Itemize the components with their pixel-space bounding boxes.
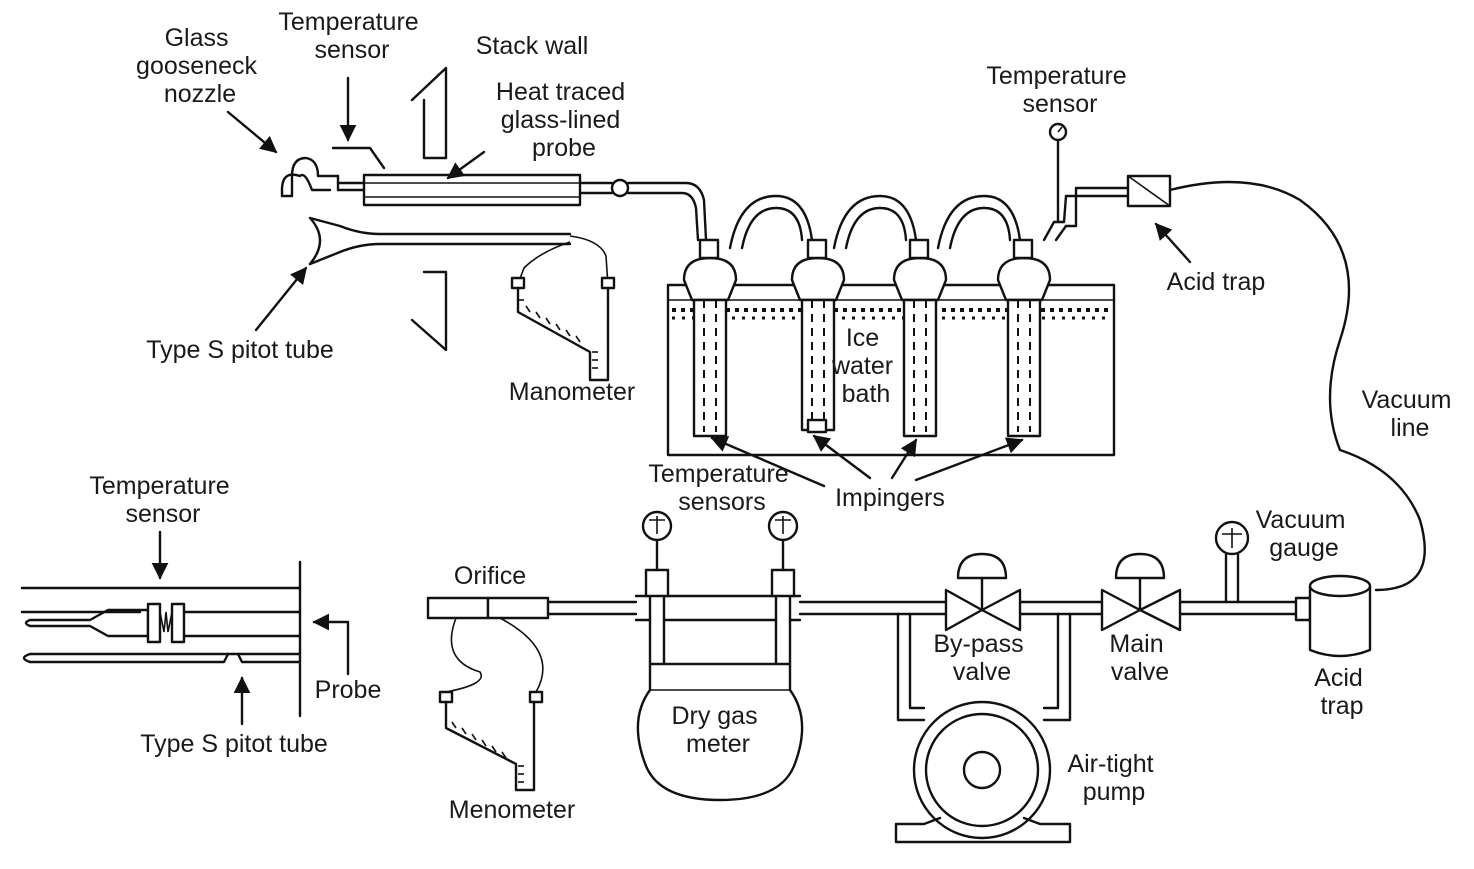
label-ice-water-bath: Ice water bath bbox=[831, 324, 900, 408]
label-type-s-pitot-top: Type S pitot tube bbox=[146, 336, 334, 364]
label-impingers: Impingers bbox=[835, 484, 945, 512]
label-temperature-sensors: Temperature sensors bbox=[648, 460, 795, 516]
impinger-connectors bbox=[728, 186, 1130, 250]
label-probe-inset: Probe bbox=[315, 676, 382, 704]
main-valve bbox=[1100, 552, 1182, 632]
label-temperature-sensor-top: Temperature sensor bbox=[278, 8, 425, 64]
type-s-pitot-tube bbox=[308, 216, 609, 287]
bypass-valve bbox=[944, 552, 1022, 632]
label-heat-traced-probe: Heat traced glass-lined probe bbox=[496, 78, 632, 162]
probe-inset bbox=[20, 560, 302, 718]
menometer-bottom bbox=[438, 617, 544, 792]
label-vacuum-line: Vacuum line bbox=[1362, 386, 1459, 442]
air-tight-pump bbox=[894, 700, 1072, 844]
label-orifice: Orifice bbox=[454, 562, 526, 590]
label-main-valve: Main valve bbox=[1109, 630, 1170, 686]
acid-trap-top bbox=[1126, 174, 1172, 208]
gooseneck-nozzle bbox=[280, 156, 340, 198]
label-glass-gooseneck-nozzle: Glass gooseneck nozzle bbox=[136, 24, 264, 108]
dry-gas-meter bbox=[634, 510, 804, 802]
label-menometer: Menometer bbox=[449, 796, 575, 824]
label-acid-trap-top: Acid trap bbox=[1167, 268, 1266, 296]
heated-probe bbox=[331, 146, 708, 242]
manometer-top bbox=[510, 276, 616, 382]
orifice bbox=[426, 596, 638, 620]
vacuum-line bbox=[1168, 180, 1426, 592]
label-stack-wall: Stack wall bbox=[476, 32, 589, 60]
annotation-arrows bbox=[151, 76, 1192, 726]
label-dry-gas-meter: Dry gas meter bbox=[671, 702, 764, 758]
label-bypass-valve: By-pass valve bbox=[933, 630, 1030, 686]
main-piping bbox=[798, 596, 1312, 722]
acid-trap-bottom bbox=[1308, 574, 1372, 658]
label-vacuum-gauge: Vacuum gauge bbox=[1256, 506, 1353, 562]
label-air-tight-pump: Air-tight pump bbox=[1067, 750, 1160, 806]
label-manometer-top: Manometer bbox=[509, 378, 635, 406]
label-temperature-sensor-right: Temperature sensor bbox=[986, 62, 1133, 118]
label-temperature-sensor-inset: Temperature sensor bbox=[89, 472, 236, 528]
label-type-s-pitot-inset: Type S pitot tube bbox=[140, 730, 328, 758]
temp-sensor-right bbox=[1048, 122, 1068, 224]
stack-wall bbox=[410, 66, 448, 352]
label-acid-trap-bottom: Acid trap bbox=[1314, 664, 1370, 720]
vacuum-gauge bbox=[1214, 520, 1250, 604]
impingers bbox=[682, 238, 1052, 438]
